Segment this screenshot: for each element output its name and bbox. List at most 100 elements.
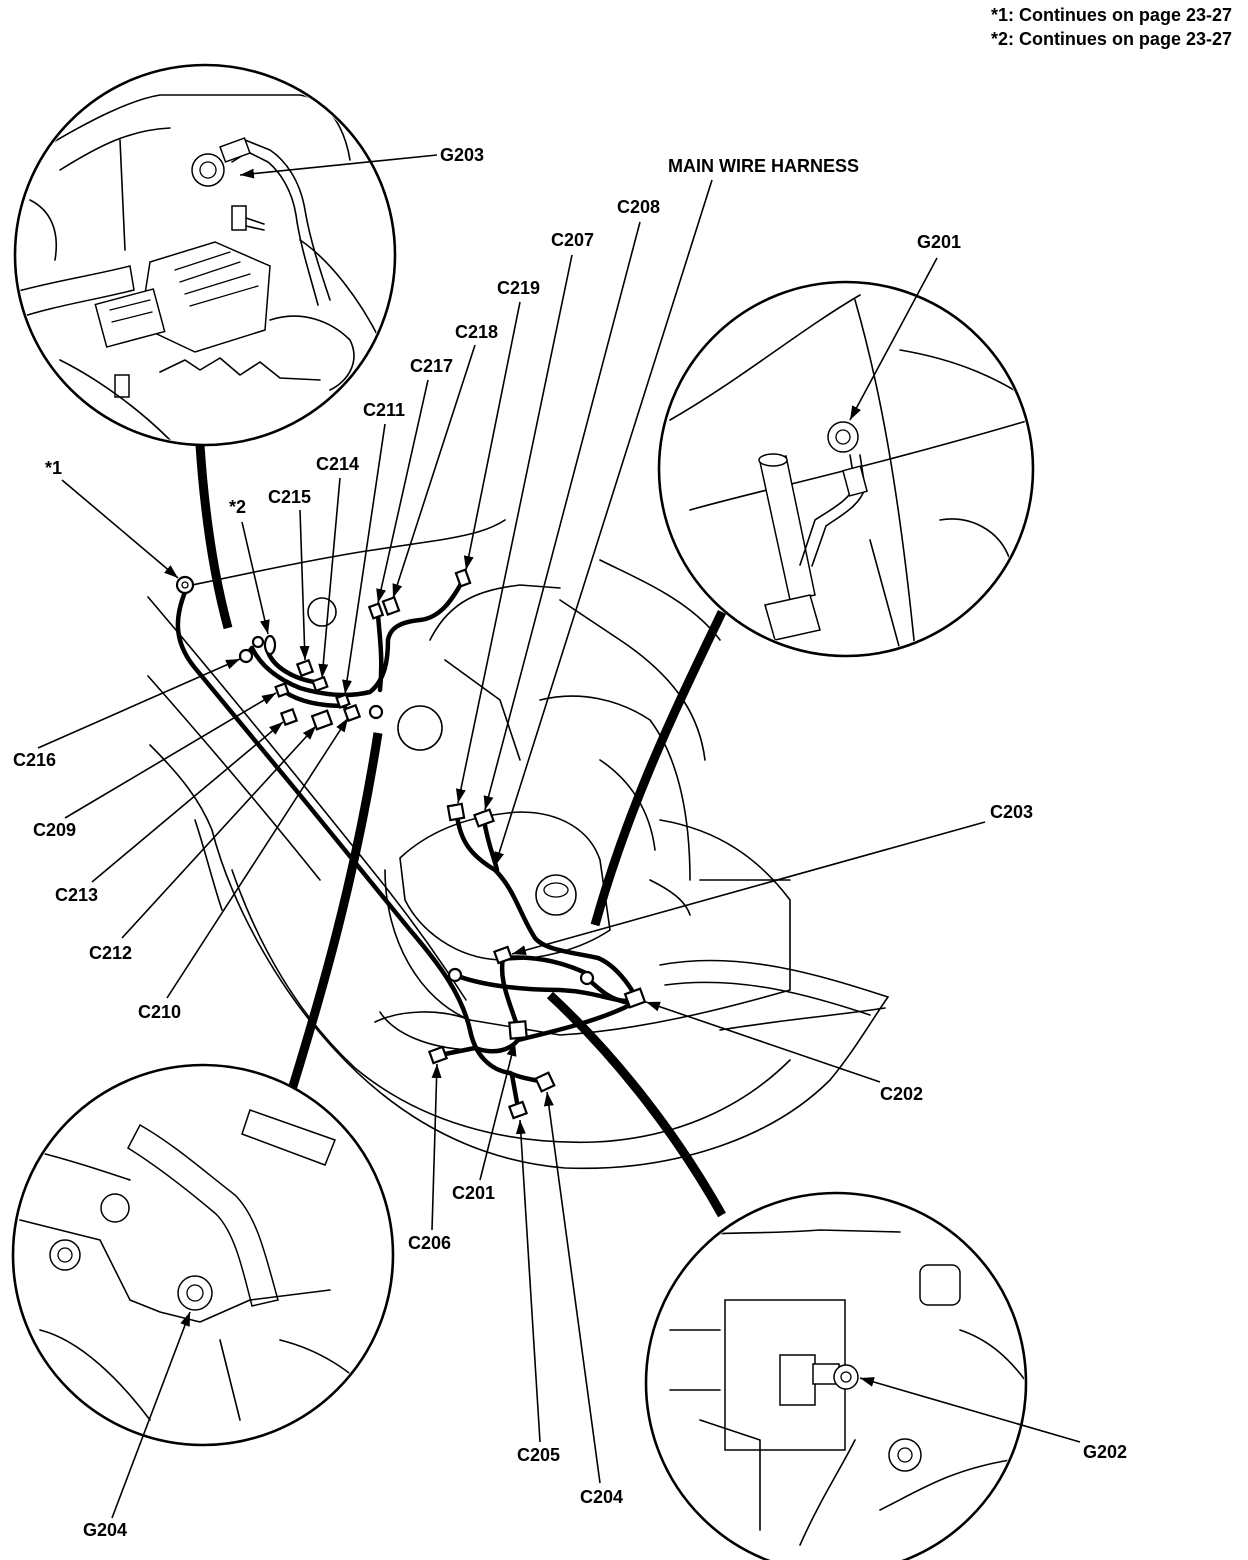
body-line: [444, 659, 521, 761]
connector-c201: [508, 1020, 528, 1040]
detail-view-g202: [644, 1191, 1028, 1560]
leader-line-g201: [849, 257, 938, 421]
ground-terminal: [447, 967, 463, 983]
label-c207: C207: [551, 230, 594, 250]
connector-c209: [274, 682, 290, 698]
panel-edge: [59, 127, 171, 171]
label-main-wire-harness: MAIN WIRE HARNESS: [668, 156, 859, 176]
bolt-icon: [100, 1193, 130, 1223]
label-g203: G203: [440, 145, 484, 165]
ground-bolt-icon-inner: [840, 1371, 852, 1383]
body-line: [149, 744, 213, 831]
body-plug-hole: [307, 597, 337, 627]
leader-line-g204: [111, 1311, 191, 1519]
panel-edge: [939, 518, 1011, 561]
wire-terminal: [219, 137, 251, 163]
detail-circle-g201: [657, 280, 1035, 658]
ground-terminal: [251, 635, 265, 649]
leader-line-c212: [121, 725, 317, 939]
bolt-icon: [191, 153, 225, 187]
leader-line-c209: [64, 692, 277, 819]
leader-line-c214: [318, 477, 341, 679]
body-line: [379, 1011, 471, 1051]
label-c204: C204: [580, 1487, 623, 1507]
harness-wire: [481, 817, 500, 873]
callout-labels: G203 MAIN WIRE HARNESS C208 C207 C219 G2…: [13, 145, 1127, 1540]
ground-wire: [227, 139, 331, 301]
body-line: [539, 695, 691, 881]
bolt-icon-inner: [199, 161, 217, 179]
connector-c210: [342, 703, 362, 723]
relay-box-fins: [174, 251, 259, 307]
detail-circle-g204: [11, 1063, 395, 1447]
panel-edge: [269, 315, 355, 391]
label-c218: C218: [455, 322, 498, 342]
label-c208: C208: [617, 197, 660, 217]
bolt-icon-inner: [897, 1447, 913, 1463]
leader-line-c216: [37, 658, 241, 749]
connector-c218: [381, 595, 401, 617]
detail-view-g203: [13, 63, 397, 447]
label-c214: C214: [316, 454, 359, 474]
label-c215: C215: [268, 487, 311, 507]
bolt-icon-inner: [186, 1284, 204, 1302]
panel-edge: [219, 1339, 241, 1421]
body-line: [429, 584, 561, 641]
label-c219: C219: [497, 278, 540, 298]
connector-c215: [295, 658, 315, 678]
harness-wire: [509, 1072, 521, 1111]
label-c202: C202: [880, 1084, 923, 1104]
label-g201: G201: [917, 232, 961, 252]
label-c205: C205: [517, 1445, 560, 1465]
label-c206: C206: [408, 1233, 451, 1253]
leader-line-c210: [166, 717, 349, 999]
body-plug-hole-inner: [543, 882, 569, 898]
detail-links: [195, 444, 727, 1218]
leader-line-c201: [479, 1041, 517, 1181]
panel-edge: [39, 94, 351, 161]
hose: [17, 265, 135, 320]
leader-line-c203: [511, 821, 986, 956]
leader-line-g203: [239, 154, 438, 179]
ground-terminal: [579, 970, 595, 986]
body-line: [147, 596, 467, 1001]
label-c212: C212: [89, 943, 132, 963]
body-line: [719, 1007, 886, 1031]
connector-c203: [492, 945, 514, 965]
leader-line-c213: [91, 721, 284, 883]
label-c216: C216: [13, 750, 56, 770]
connector-c204: [534, 1071, 556, 1093]
body-plug-hole: [535, 874, 577, 916]
panel-edge: [879, 1459, 1011, 1511]
ground-bolt-icon: [833, 1364, 859, 1390]
panel-edge: [669, 294, 861, 421]
connector-c202: [623, 987, 647, 1009]
leader-line-ref2: [241, 521, 270, 635]
body-line: [374, 1011, 471, 1023]
bracket: [779, 1354, 816, 1406]
bumper-inner-line: [231, 869, 791, 1144]
trunk-floor-outline: [384, 819, 791, 1036]
leader-line-c207: [455, 254, 573, 804]
page-notes: *1: Continues on page 23-27 *2: Continue…: [991, 5, 1232, 49]
panel-edge: [19, 1219, 331, 1323]
pipe: [127, 1123, 279, 1307]
connector-ref2: [263, 634, 277, 656]
bolt-icon-inner: [835, 429, 851, 445]
bolt-icon: [888, 1438, 922, 1472]
label-g204: G204: [83, 1520, 127, 1540]
detail-view-g201: [657, 280, 1035, 658]
leader-line-c202: [645, 1001, 881, 1083]
body-plug-hole: [397, 705, 443, 751]
connector-c205: [507, 1100, 529, 1120]
leader-line-c208: [483, 221, 641, 811]
panel-edge: [699, 1419, 761, 1531]
connector-c207: [446, 802, 466, 822]
bolt-icon: [827, 421, 859, 453]
harness-wire: [175, 589, 513, 1076]
body-line: [649, 879, 691, 916]
harness-wire: [454, 812, 639, 1001]
panel-edge: [959, 1329, 1024, 1381]
leader-line-c206: [431, 1063, 442, 1231]
